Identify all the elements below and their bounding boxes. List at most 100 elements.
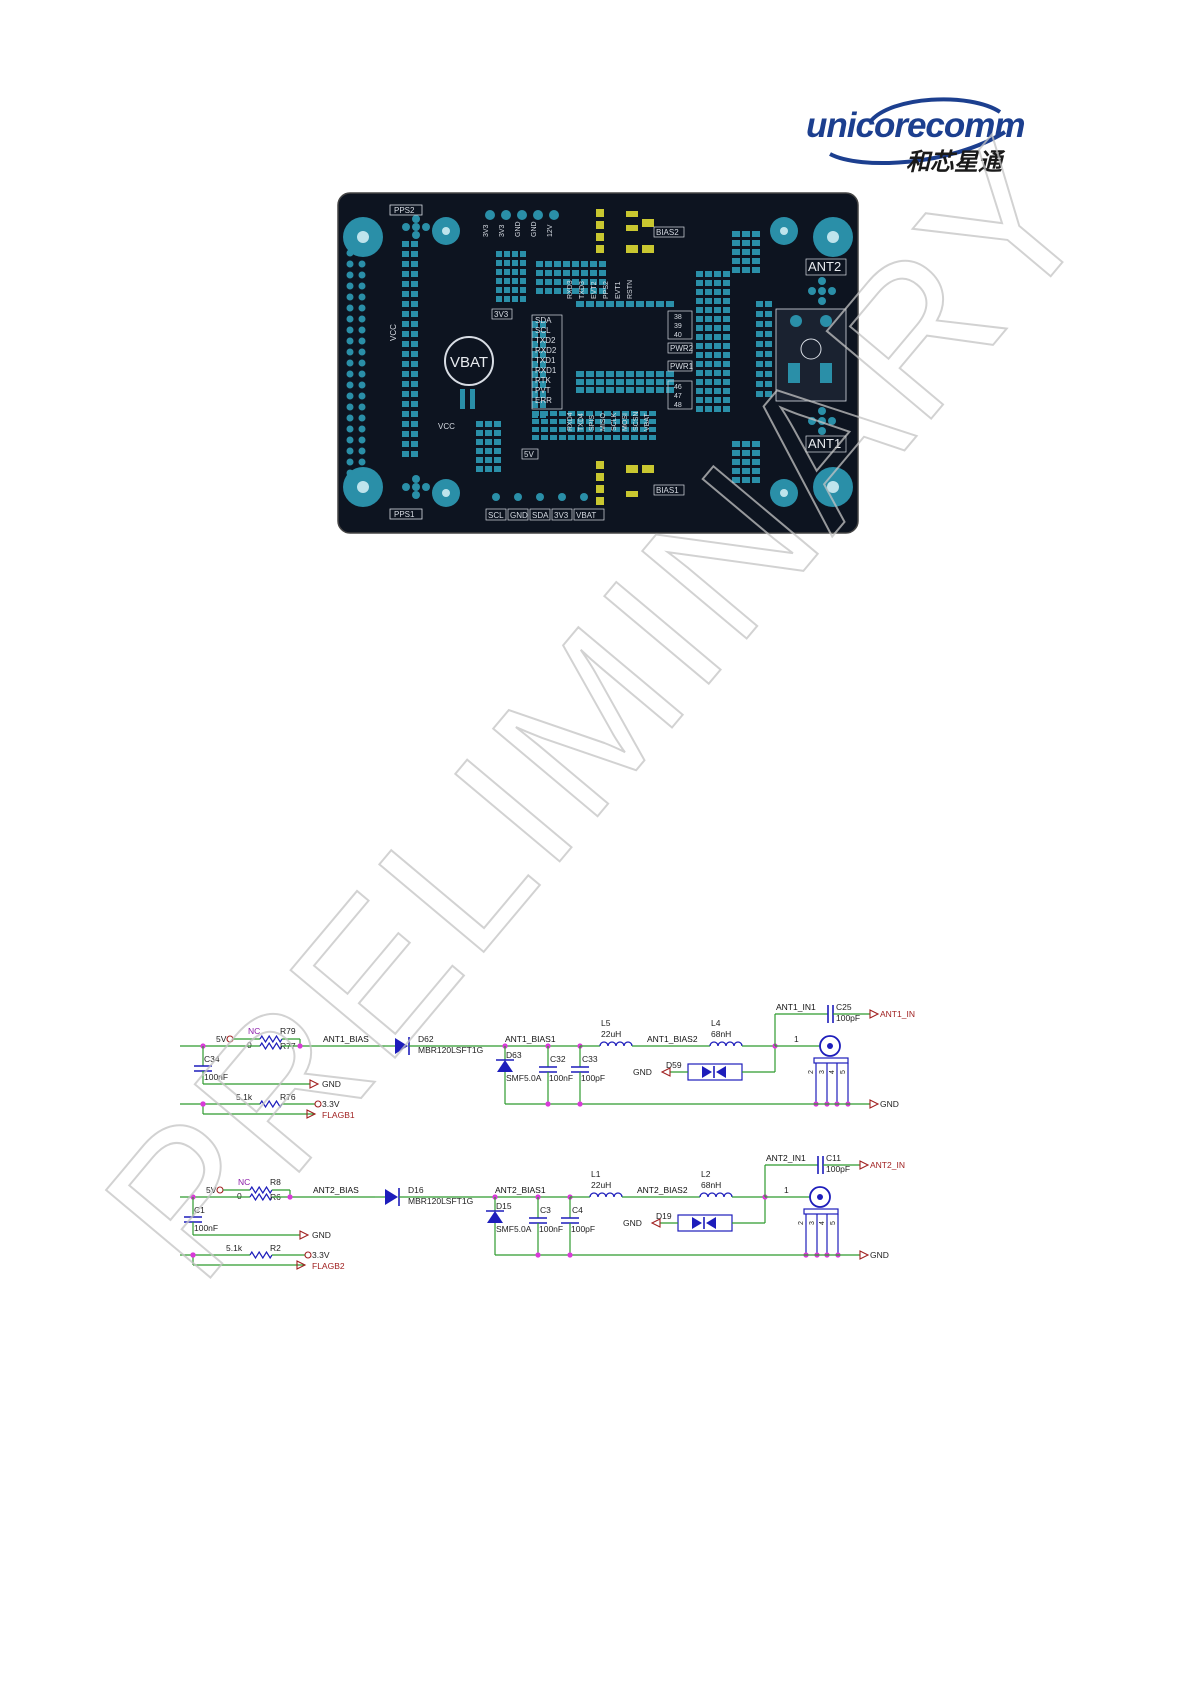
schematic-label: D62 [418, 1034, 434, 1044]
pcb-bottom-header-label: GND [510, 511, 528, 520]
svg-text:48: 48 [674, 402, 682, 409]
resistor-symbol [259, 1041, 283, 1051]
svg-text:39: 39 [674, 323, 682, 330]
pcb-signal-label: SDA [535, 316, 552, 325]
net-port-icon [306, 1109, 317, 1119]
schematic-label: 100pF [581, 1073, 605, 1083]
schematic-label: R79 [280, 1026, 296, 1036]
power-port-icon [304, 1251, 312, 1259]
schematic-junction [567, 1252, 573, 1258]
schematic-label: GND [322, 1079, 341, 1089]
schematic-label: D19 [656, 1211, 672, 1221]
pcb-signal-label: TXD4 [578, 413, 585, 431]
schematic-label: SMF5.0A [506, 1073, 542, 1083]
schematic-label: D16 [408, 1185, 424, 1195]
esd-diode-icon [677, 1214, 733, 1232]
pcb-signal-label: TXD1 [535, 356, 556, 365]
pcb-label-pps2: PPS2 [394, 206, 415, 215]
schematic-label: L2 [701, 1169, 711, 1179]
pcb-signal-label: SPIS [589, 415, 596, 431]
net-port-icon [299, 1230, 310, 1240]
schematic-junction [190, 1252, 196, 1258]
connector-pin-label: 5 [840, 1070, 847, 1074]
resistor-symbol [259, 1034, 283, 1044]
schottky-diode-icon [385, 1189, 398, 1205]
schematic-label: 5V [206, 1185, 217, 1195]
pcb-bottom-header-label: 3V3 [554, 511, 569, 520]
net-label: FLAGB2 [312, 1261, 345, 1271]
schematic-label: 100nF [204, 1072, 228, 1082]
schematic-label: 100nF [549, 1073, 573, 1083]
pcb-top-header-label: GND [515, 221, 522, 237]
svg-text:38: 38 [674, 314, 682, 321]
connector-pin-label: 4 [829, 1070, 836, 1074]
schematic-label: C25 [836, 1002, 852, 1012]
pcb-signal-label: EVT2 [591, 281, 598, 299]
schematic-label: 100pF [826, 1164, 850, 1174]
schematic-label: 100nF [539, 1224, 563, 1234]
schematic-label: D59 [666, 1060, 682, 1070]
connector-pin-label: 2 [798, 1221, 805, 1225]
connector-pin-label: 3 [819, 1070, 826, 1074]
pcb-top-header-label: 3V3 [483, 224, 490, 237]
schematic-label: 0 [247, 1040, 252, 1050]
pcb-bottom-header-label: SDA [532, 511, 549, 520]
net-label: ANT1_BIAS [323, 1034, 369, 1044]
net-port-icon [296, 1260, 307, 1270]
left-pin-header [346, 249, 366, 477]
nc-label: NC [238, 1177, 250, 1187]
net-port-icon [309, 1079, 320, 1089]
resistor-symbol [249, 1185, 273, 1195]
net-label: ANT2_BIAS [313, 1185, 359, 1195]
schematic-label: 0 [237, 1191, 242, 1201]
pcb-signal-label: ERR [535, 396, 552, 405]
pcb-label-vcc-lower: VCC [438, 422, 455, 431]
pcb-label-pps1: PPS1 [394, 510, 415, 519]
pcb-signal-label: EVT1 [615, 281, 622, 299]
power-port-icon [216, 1186, 224, 1194]
pcb-signal-label: RXD4 [567, 412, 574, 431]
schematic-label: 5.1k [226, 1243, 243, 1253]
logo-swoosh-icon [829, 97, 1007, 166]
pcb-label-3v3: 3V3 [494, 310, 509, 319]
schematic-label: R2 [270, 1243, 281, 1253]
pcb-top-header-label: GND [531, 221, 538, 237]
pcb-signal-label: RXD3 [567, 280, 574, 299]
schematic-label: GND [623, 1218, 642, 1228]
schematic-label: 68nH [701, 1180, 721, 1190]
net-label: ANT2_BIAS1 [495, 1185, 546, 1195]
resistor-symbol [259, 1099, 283, 1109]
net-label: ANT1_BIAS1 [505, 1034, 556, 1044]
svg-text:40: 40 [674, 332, 682, 339]
resistor-symbol [249, 1192, 273, 1202]
power-port-icon [314, 1100, 322, 1108]
net-label: ANT1_BIAS2 [647, 1034, 698, 1044]
pcb-signal-label: RTK [535, 376, 552, 385]
rf-connector-icon [819, 1035, 841, 1057]
pcb-top-header-label: 3V3 [499, 224, 506, 237]
pcb-signal-label: SCLK [611, 412, 618, 431]
connector-pin-label: 2 [808, 1070, 815, 1074]
rf-connector-icon [809, 1186, 831, 1208]
schematic-label: MBR120LSFT1G [418, 1045, 483, 1055]
net-port-icon [859, 1160, 870, 1170]
pcb-label-vcc-left: VCC [389, 324, 398, 341]
pcb-label-ant2: ANT2 [808, 259, 841, 274]
pcb-signal-label: TXD3 [579, 281, 586, 299]
pcb-bottom-header-label: VBAT [576, 511, 596, 520]
net-port-icon [869, 1099, 880, 1109]
schematic-junction [545, 1101, 551, 1107]
net-label: ANT1_IN1 [776, 1002, 816, 1012]
schematic-label: L5 [601, 1018, 611, 1028]
resistor-symbol [249, 1250, 273, 1260]
schematic-junction [200, 1101, 206, 1107]
schematic-label: 100pF [836, 1013, 860, 1023]
pcb-label-5v: 5V [524, 450, 534, 459]
pcb-signal-label: TXD2 [535, 336, 556, 345]
inductor-symbol [599, 1041, 633, 1047]
schematic-label: 68nH [711, 1029, 731, 1039]
schematic-label: 3.3V [312, 1250, 330, 1260]
